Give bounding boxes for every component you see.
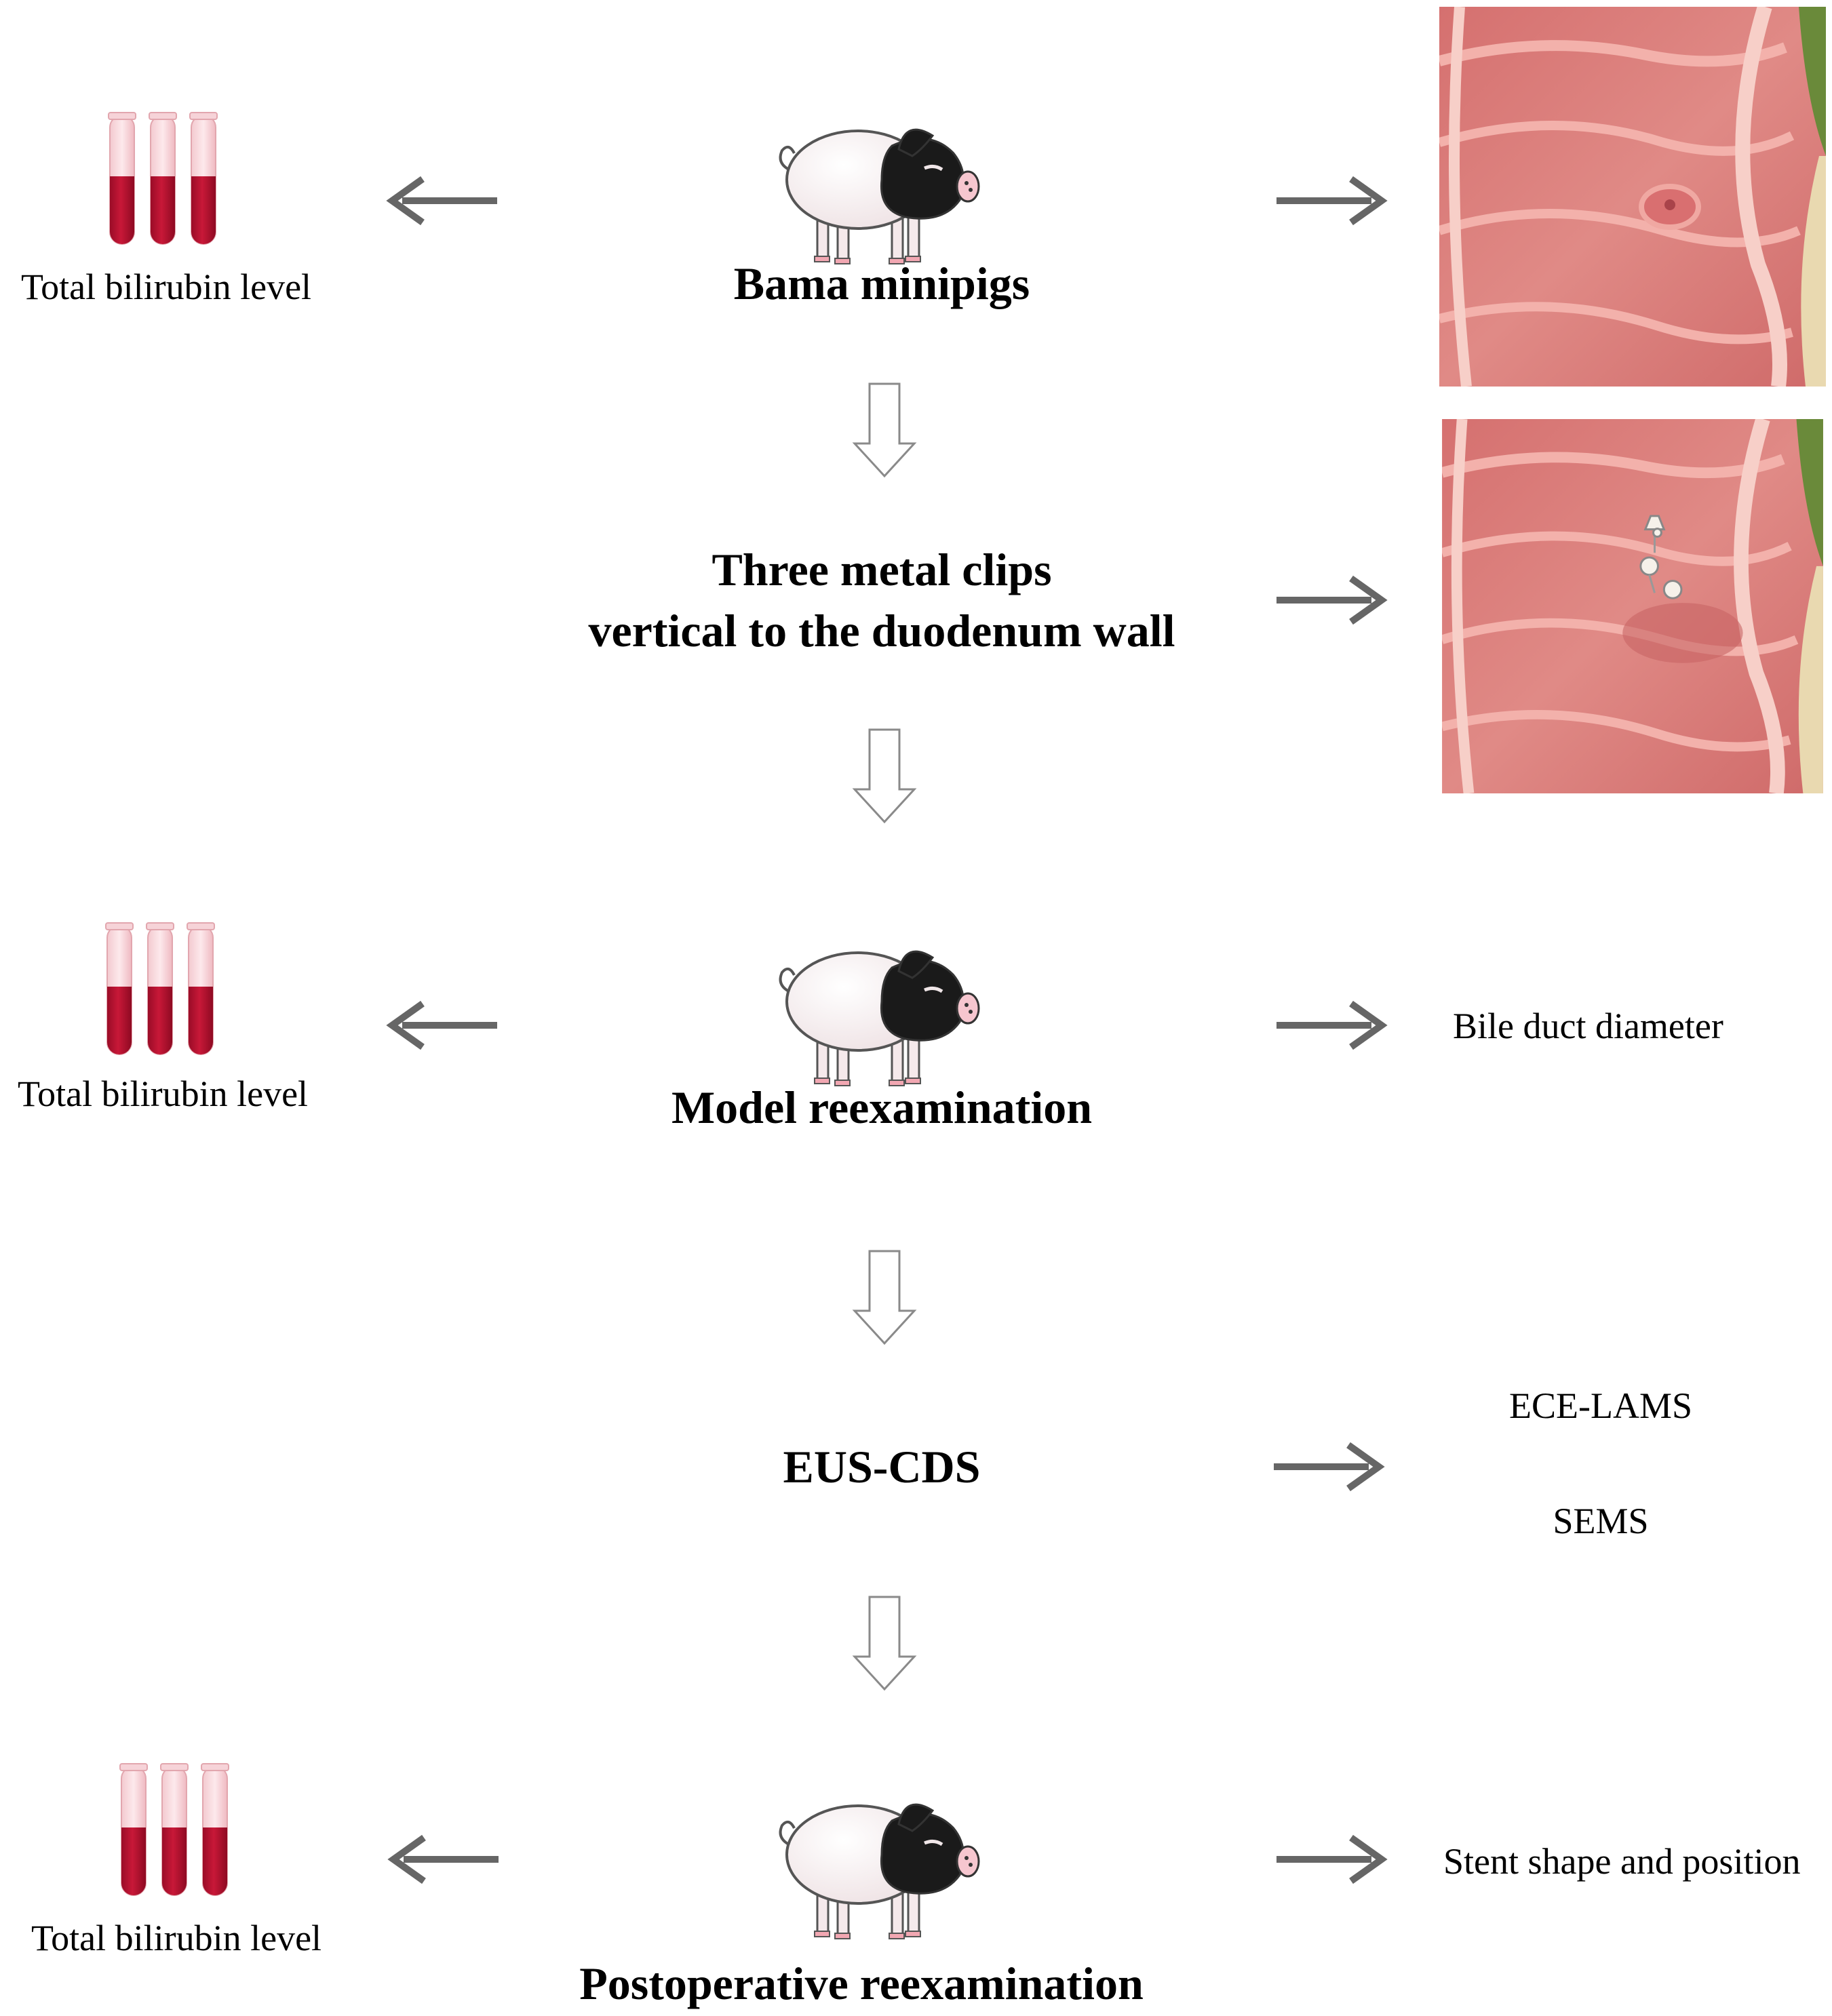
right-arrow-5 [1276, 1838, 1382, 1881]
down-arrow-1 [853, 382, 916, 477]
down-arrow-3 [853, 1250, 916, 1345]
pig-icon-3 [781, 1804, 979, 1939]
step-postoperative-reexamination: Postoperative reexamination [579, 1958, 1144, 2009]
right-arrow-4 [1274, 1445, 1379, 1488]
down-arrow-2 [853, 728, 916, 823]
left-arrow-1 [392, 179, 497, 222]
duodenum-illustration-1 [1439, 7, 1826, 387]
step-model-reexamination: Model reexamination [671, 1082, 1093, 1133]
right-arrow-1 [1276, 179, 1382, 222]
blood-tubes-icon-1 [109, 113, 217, 244]
blood-tubes-icon-2 [106, 923, 214, 1054]
right-arrow-2 [1276, 578, 1382, 622]
step-clips-line1: Three metal clips [712, 544, 1052, 595]
blood-tubes-icon-3 [120, 1764, 229, 1895]
label-total-bilirubin-2: Total bilirubin level [17, 1073, 309, 1114]
label-total-bilirubin-3: Total bilirubin level [31, 1918, 322, 1958]
step-clips-line2: vertical to the duodenum wall [588, 605, 1175, 656]
duodenum-illustration-2 [1442, 419, 1823, 793]
left-arrow-2 [392, 1004, 497, 1047]
pig-icon-1 [781, 130, 979, 264]
label-total-bilirubin-1: Total bilirubin level [20, 266, 312, 307]
right-arrow-3 [1276, 1004, 1382, 1047]
label-bile-duct-diameter: Bile duct diameter [1453, 1006, 1723, 1046]
pig-icon-2 [781, 951, 979, 1086]
step-bama-minipigs: Bama minipigs [733, 258, 1030, 309]
label-stent-shape-position: Stent shape and position [1443, 1841, 1801, 1882]
down-arrow-4 [853, 1596, 916, 1691]
label-ece-lams: ECE-LAMS [1509, 1385, 1692, 1426]
step-eus-cds: EUS-CDS [783, 1441, 981, 1493]
label-sems: SEMS [1553, 1501, 1649, 1541]
left-arrow-3 [393, 1838, 499, 1881]
